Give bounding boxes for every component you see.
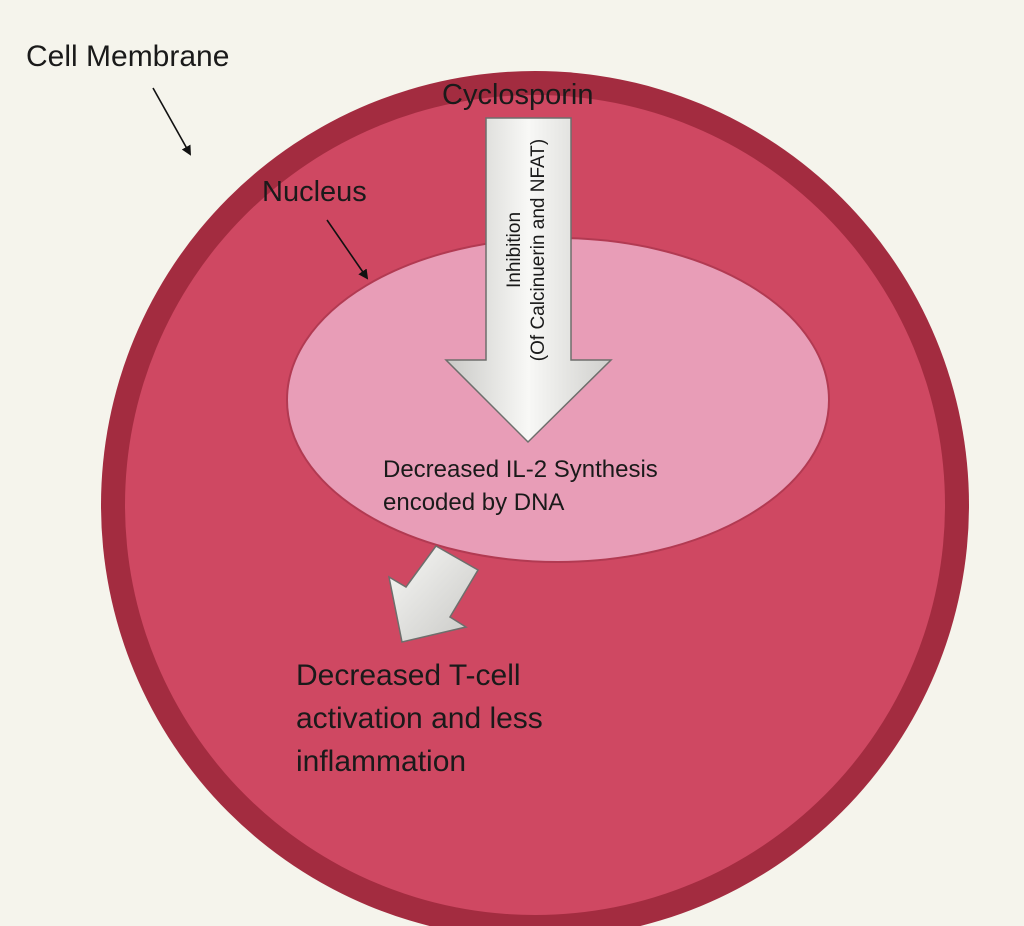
outcome-label-line1: Decreased T-cell <box>296 659 521 692</box>
inhibition-arrow <box>444 117 613 444</box>
nucleus-pointer <box>326 219 369 280</box>
synthesis-label-line1: Decreased IL-2 Synthesis <box>383 456 658 483</box>
synthesis-label-line2: encoded by DNA <box>383 489 564 516</box>
inhibition-label: Inhibition <box>504 212 525 288</box>
outcome-label-line3: inflammation <box>296 745 466 778</box>
inhibition-text-group: Inhibition (Of Calcinuerin and NFAT) <box>504 139 549 361</box>
outcome-label-line2: activation and less <box>296 702 543 735</box>
nucleus-label: Nucleus <box>262 176 367 208</box>
cyclosporin-label: Cyclosporin <box>442 79 594 111</box>
inhibition-target-label: (Of Calcinuerin and NFAT) <box>528 139 549 361</box>
cell-membrane-label: Cell Membrane <box>26 40 229 73</box>
cell-membrane-pointer <box>152 87 191 156</box>
outcome-arrow <box>387 545 480 643</box>
